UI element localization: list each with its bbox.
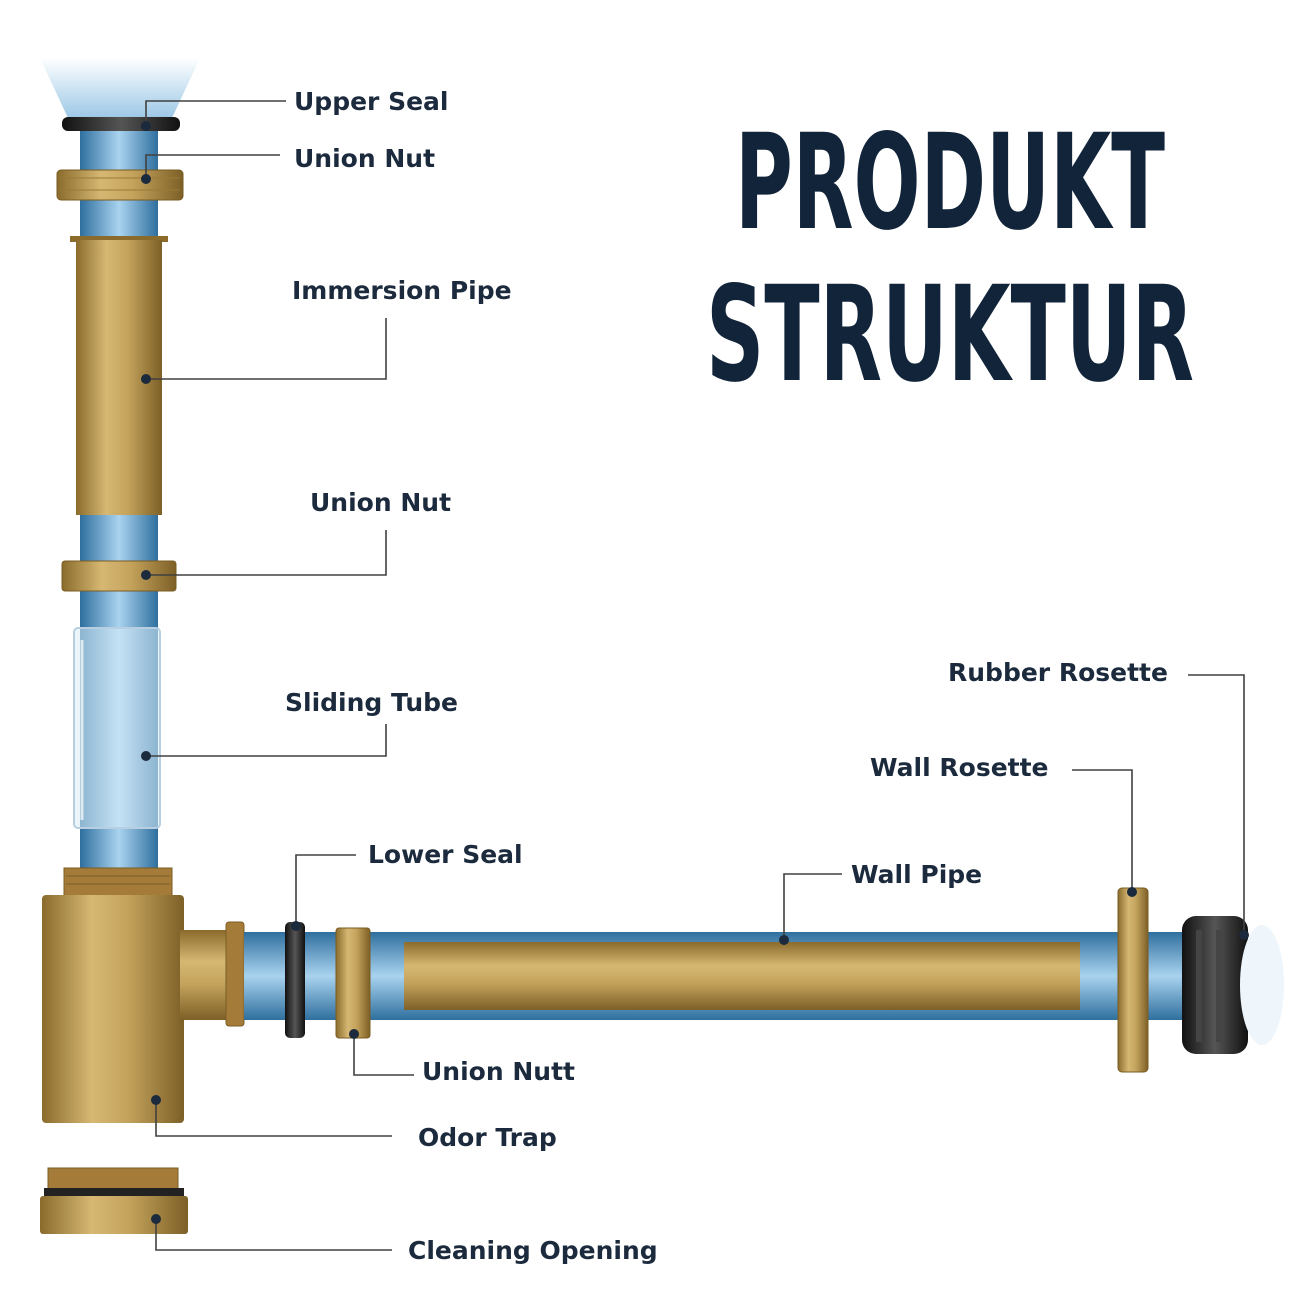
union-nut-mid-part <box>61 560 177 592</box>
label-immersion-pipe: Immersion Pipe <box>292 276 512 305</box>
sliding-tube-part <box>73 627 161 829</box>
cleaning-opening-part <box>40 1196 188 1234</box>
immersion-pipe-top-ring <box>70 236 168 242</box>
label-upper-seal: Upper Seal <box>294 87 448 116</box>
label-wall-pipe: Wall Pipe <box>851 860 982 889</box>
odor-trap-outlet <box>180 930 232 1020</box>
part-labels: Upper Seal Union Nut Immersion Pipe Unio… <box>285 87 1168 1265</box>
leader-lines <box>141 100 1249 1251</box>
label-union-nutt: Union Nutt <box>422 1057 575 1086</box>
label-rubber-rosette: Rubber Rosette <box>948 658 1168 687</box>
upper-seal-part <box>62 117 180 131</box>
vertical-assembly <box>40 58 245 1234</box>
label-union-nut-top: Union Nut <box>294 144 435 173</box>
label-cleaning-opening: Cleaning Opening <box>408 1236 658 1265</box>
cleaning-opening-seal <box>44 1188 184 1198</box>
label-wall-rosette: Wall Rosette <box>870 753 1049 782</box>
outlet-water <box>1240 925 1284 1045</box>
rubber-rosette-part <box>1182 916 1248 1054</box>
lower-seal-part <box>285 922 305 1038</box>
wall-pipe-part <box>404 942 1080 1010</box>
odor-trap-threads <box>63 867 173 897</box>
label-union-nut-mid: Union Nut <box>310 488 451 517</box>
inlet-water-funnel <box>40 58 200 118</box>
odor-trap-outlet-thread <box>225 921 245 1027</box>
odor-trap-part <box>42 895 184 1123</box>
label-lower-seal: Lower Seal <box>368 840 523 869</box>
label-sliding-tube: Sliding Tube <box>285 688 458 717</box>
title-line-1: PRODUKT <box>735 106 1165 260</box>
cleaning-opening-thread <box>47 1167 179 1191</box>
wall-rosette-part <box>1117 887 1149 1073</box>
union-nut-top-part <box>56 169 184 201</box>
union-nutt-part <box>335 927 371 1039</box>
horizontal-assembly <box>244 887 1284 1073</box>
label-odor-trap: Odor Trap <box>418 1123 557 1152</box>
title-line-2: STRUKTUR <box>706 258 1194 412</box>
